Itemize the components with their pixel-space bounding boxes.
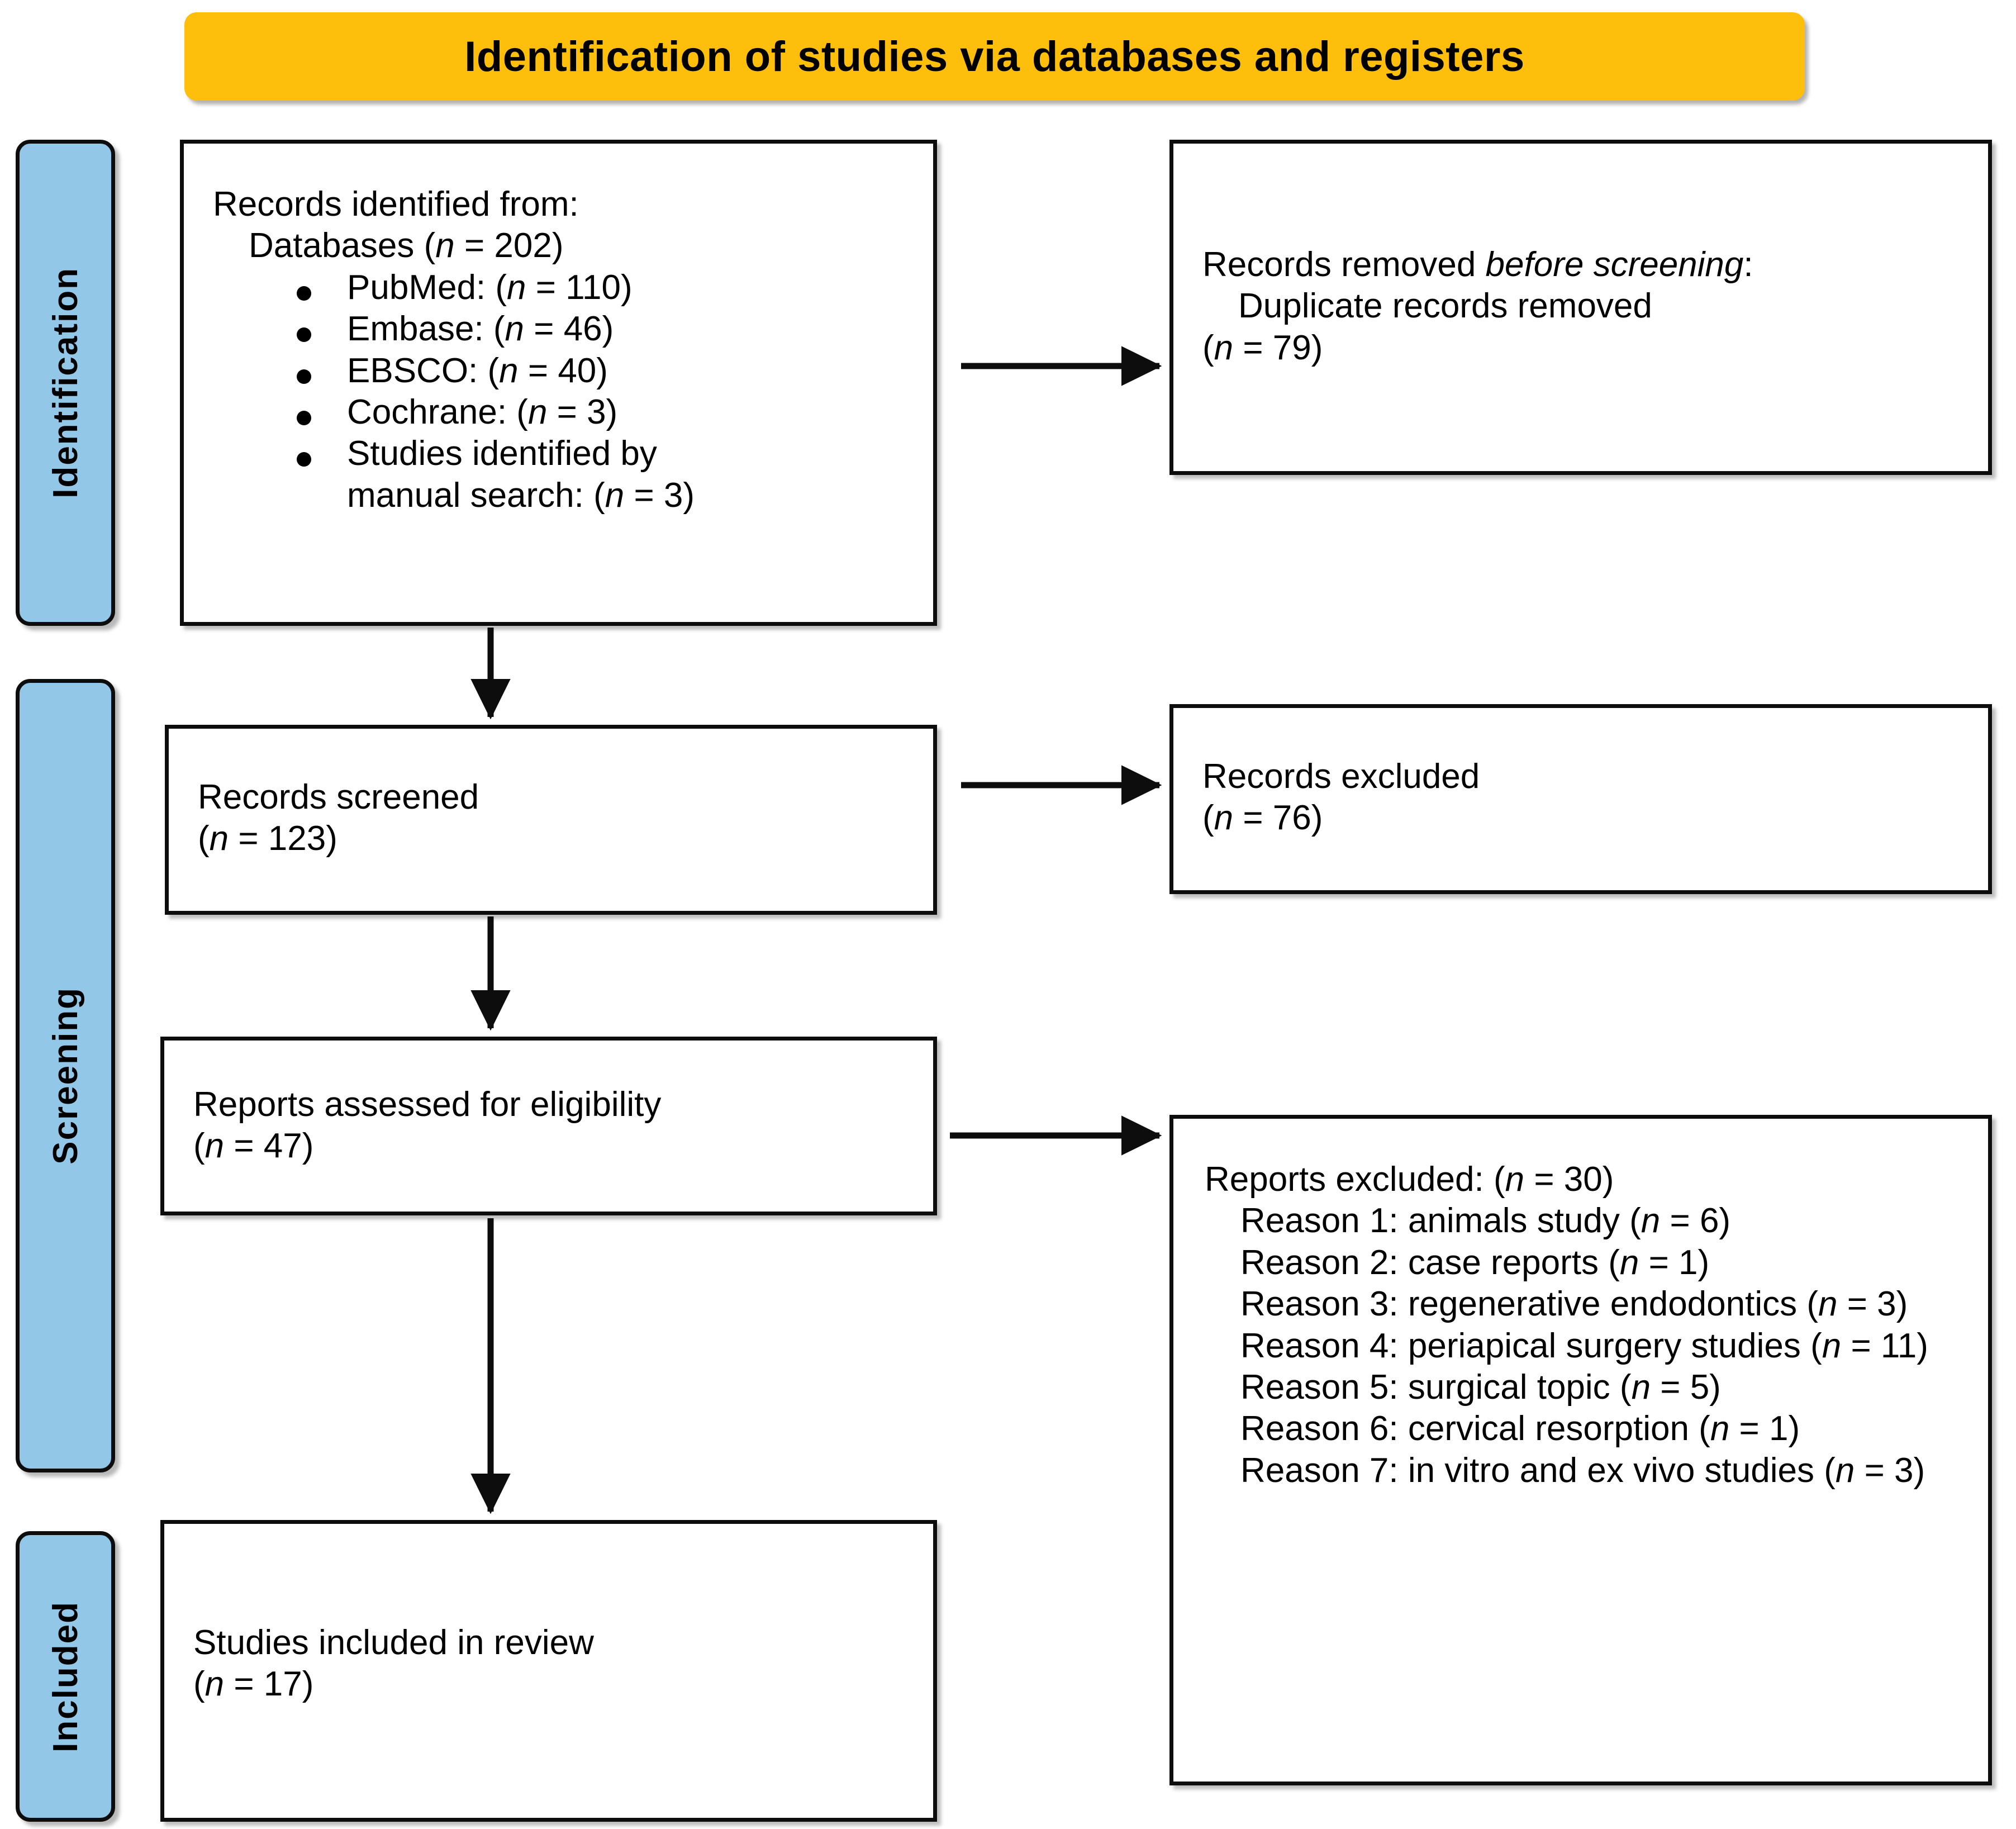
source-manual-search: Studies identified by manual search: (n … (347, 434, 695, 515)
stage-label-included: Included (16, 1531, 115, 1822)
reason-2: Reason 2: case reports (n = 1) (1240, 1243, 1710, 1282)
box-reports-excluded-body: Reports excluded: (n = 30) Reason 1: ani… (1205, 1159, 1978, 1491)
duplicate-records-count: (n = 79) (1202, 328, 1323, 367)
records-removed-heading-italic: before screening (1485, 245, 1744, 284)
reason-7: Reason 7: in vitro and ex vivo studies (… (1240, 1451, 1925, 1490)
box-records-excluded: Records excluded (n = 76) (1169, 704, 1992, 894)
records-removed-heading-suffix: : (1743, 245, 1753, 284)
box-reports-assessed: Reports assessed for eligibility (n = 47… (160, 1037, 937, 1215)
box-reports-assessed-body: Reports assessed for eligibility (n = 47… (193, 1084, 916, 1167)
reason-6: Reason 6: cervical resorption (n = 1) (1240, 1409, 1800, 1448)
records-excluded-label: Records excluded (1202, 757, 1480, 796)
box-studies-included: Studies included in review (n = 17) (160, 1520, 937, 1822)
reason-1: Reason 1: animals study (n = 6) (1240, 1201, 1731, 1241)
stage-label-identification: Identification (16, 140, 115, 626)
records-identified-heading: Records identified from: (213, 185, 579, 224)
list-item: Studies identified by manual search: (n … (213, 433, 916, 516)
reports-excluded-heading: Reports excluded: (n = 30) (1205, 1160, 1614, 1199)
reports-assessed-label: Reports assessed for eligibility (193, 1085, 662, 1124)
reason-4: Reason 4: periapical surgery studies (n … (1240, 1326, 1928, 1365)
source-embase: Embase: (n = 46) (347, 310, 614, 349)
reason-3: Reason 3: regenerative endodontics (n = … (1240, 1285, 1908, 1324)
box-records-identified-body: Records identified from: Databases (n = … (213, 184, 916, 516)
bullet-icon (297, 327, 311, 343)
bullet-icon (297, 452, 311, 467)
box-records-screened: Records screened (n = 123) (165, 725, 937, 915)
box-records-screened-body: Records screened (n = 123) (198, 777, 916, 860)
box-records-excluded-body: Records excluded (n = 76) (1202, 756, 1971, 839)
source-pubmed: PubMed: (n = 110) (347, 268, 633, 307)
studies-included-count: (n = 17) (193, 1665, 314, 1704)
box-reports-excluded: Reports excluded: (n = 30) Reason 1: ani… (1169, 1115, 1992, 1785)
records-screened-label: Records screened (198, 778, 479, 816)
reason-5: Reason 5: surgical topic (n = 5) (1240, 1367, 1721, 1407)
list-item: PubMed: (n = 110) (213, 267, 916, 308)
box-studies-included-body: Studies included in review (n = 17) (193, 1622, 916, 1706)
stage-label-screening-text: Screening (46, 987, 85, 1165)
list-item: EBSCO: (n = 40) (213, 350, 916, 392)
studies-included-label: Studies included in review (193, 1623, 594, 1662)
source-cochrane: Cochrane: (n = 3) (347, 392, 618, 431)
stage-label-included-text: Included (46, 1600, 85, 1752)
records-removed-heading: Records removed before screening: (1202, 244, 1971, 286)
bullet-icon (297, 369, 311, 384)
records-excluded-count: (n = 76) (1202, 799, 1323, 838)
box-records-removed: Records removed before screening: Duplic… (1169, 140, 1992, 475)
records-identified-databases: Databases (n = 202) (249, 226, 564, 265)
box-records-removed-body: Records removed before screening: Duplic… (1202, 244, 1971, 369)
duplicate-records-removed: Duplicate records removed (1238, 287, 1652, 326)
records-removed-heading-prefix: Records removed (1202, 245, 1486, 284)
page-title: Identification of studies via databases … (464, 32, 1525, 80)
list-item: Embase: (n = 46) (213, 308, 916, 350)
list-item: Cochrane: (n = 3) (213, 392, 916, 433)
box-records-identified: Records identified from: Databases (n = … (180, 140, 937, 626)
bullet-icon (297, 286, 311, 301)
stage-label-screening: Screening (16, 679, 115, 1472)
diagram-title-banner: Identification of studies via databases … (184, 12, 1805, 101)
source-ebsco: EBSCO: (n = 40) (347, 351, 608, 390)
records-screened-count: (n = 123) (198, 819, 337, 858)
stage-label-identification-text: Identification (46, 267, 85, 498)
reports-assessed-count: (n = 47) (193, 1127, 314, 1166)
bullet-icon (297, 410, 311, 425)
